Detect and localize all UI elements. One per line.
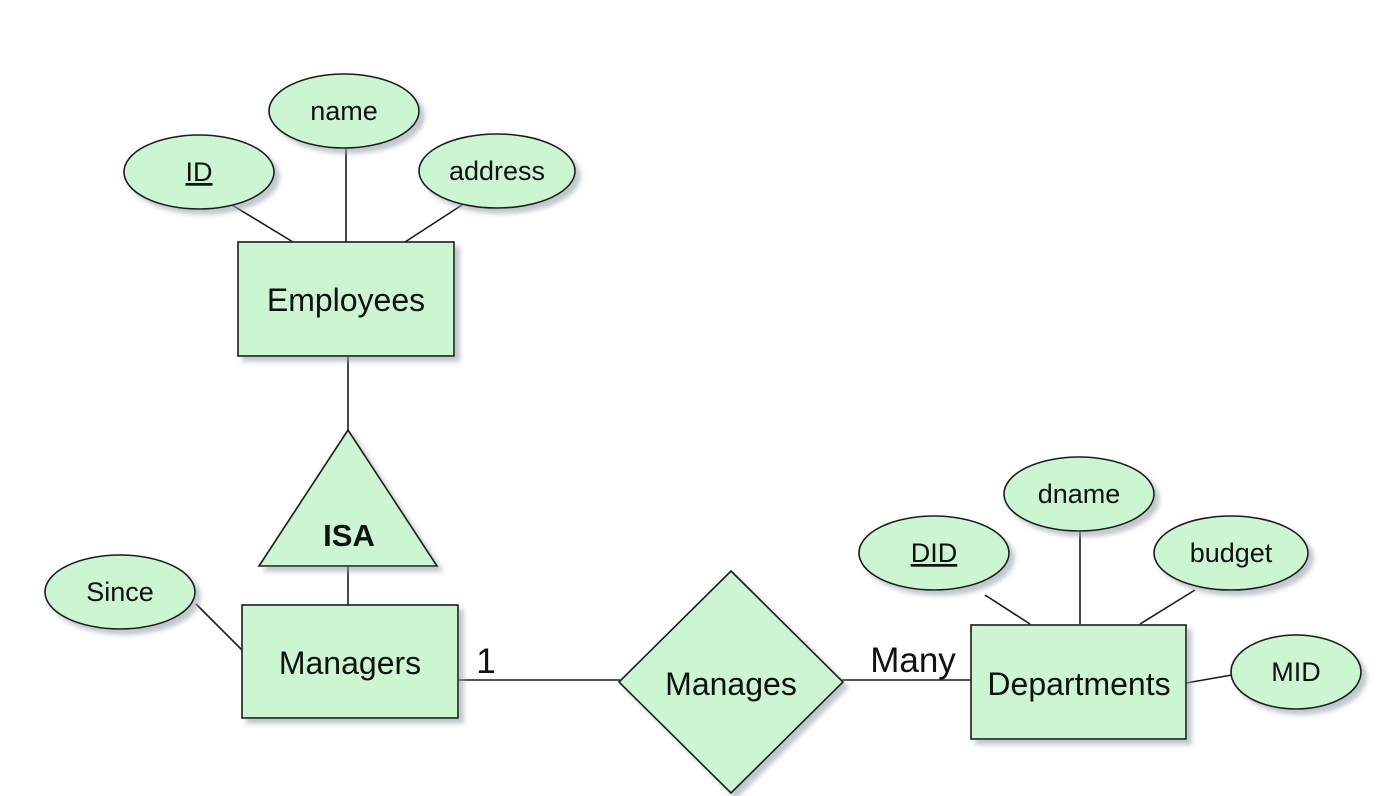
since-connector: [195, 603, 245, 653]
attribute-did-label: DID: [911, 538, 958, 568]
isa-label: ISA: [323, 518, 375, 553]
entity-managers-label: Managers: [279, 645, 421, 681]
cardinality-one: 1: [476, 642, 495, 681]
connectors: [195, 146, 1233, 684]
budget-connector: [1139, 589, 1196, 625]
attribute-since: Since: [44, 554, 196, 630]
entity-employees-label: Employees: [267, 282, 425, 318]
attribute-name: name: [268, 73, 420, 149]
attribute-name-label: name: [310, 96, 378, 126]
attribute-address: address: [418, 133, 576, 209]
attribute-dname-label: dname: [1038, 479, 1121, 509]
entity-departments-label: Departments: [987, 666, 1170, 702]
entity-employees: Employees: [237, 241, 455, 357]
mid-connector: [1185, 674, 1233, 684]
attribute-id-label: ID: [186, 157, 213, 187]
attribute-since-label: Since: [86, 577, 154, 607]
attribute-mid-label: MID: [1271, 657, 1321, 687]
id-connector: [231, 204, 294, 243]
attribute-did: DID: [858, 515, 1010, 591]
attribute-budget: budget: [1153, 515, 1309, 591]
attribute-id: ID: [123, 134, 275, 210]
entity-departments: Departments: [970, 624, 1187, 740]
address-connector: [404, 204, 463, 243]
cardinality-many: Many: [870, 641, 956, 680]
isa-triangle: ISA: [257, 428, 439, 567]
did-connector: [984, 594, 1031, 625]
attribute-address-label: address: [449, 156, 545, 186]
attribute-mid: MID: [1230, 634, 1362, 710]
attribute-dname: dname: [1003, 456, 1155, 532]
attribute-budget-label: budget: [1190, 538, 1273, 568]
entity-managers: Managers: [241, 604, 459, 719]
relationship-manages-label: Manages: [665, 666, 797, 702]
relationship-manages: Manages: [617, 569, 845, 795]
